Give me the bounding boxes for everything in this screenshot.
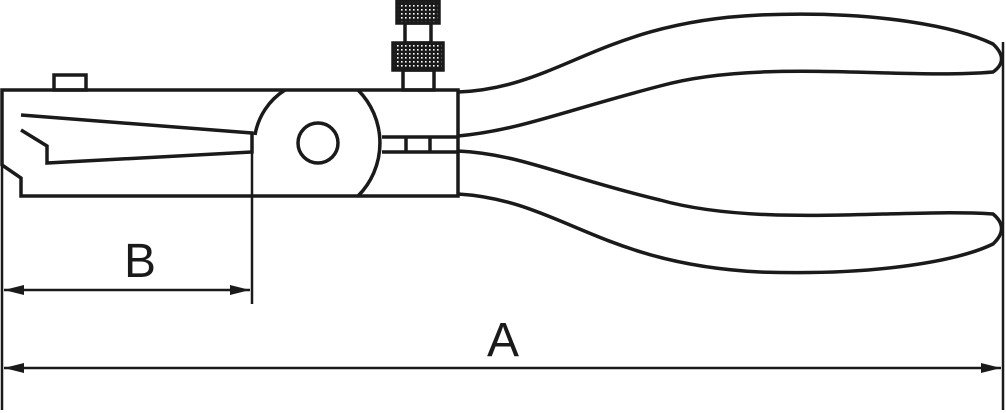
pliers-head bbox=[0, 73, 460, 198]
jaw bbox=[20, 113, 254, 165]
dimension-lines bbox=[0, 42, 1005, 410]
pivot-arc-right bbox=[356, 88, 382, 198]
pivot-arc-left bbox=[253, 88, 286, 136]
nub bbox=[52, 73, 88, 92]
knurled-nut bbox=[391, 41, 445, 72]
lower-handle bbox=[457, 149, 1004, 275]
dimension-b-label: B bbox=[124, 235, 156, 288]
adjustment-screw bbox=[391, 0, 445, 92]
upper-handle bbox=[457, 12, 1004, 138]
knurled-knob-top bbox=[395, 0, 441, 25]
pivot-rivet bbox=[296, 121, 340, 165]
dimension-a-label: A bbox=[487, 314, 519, 367]
